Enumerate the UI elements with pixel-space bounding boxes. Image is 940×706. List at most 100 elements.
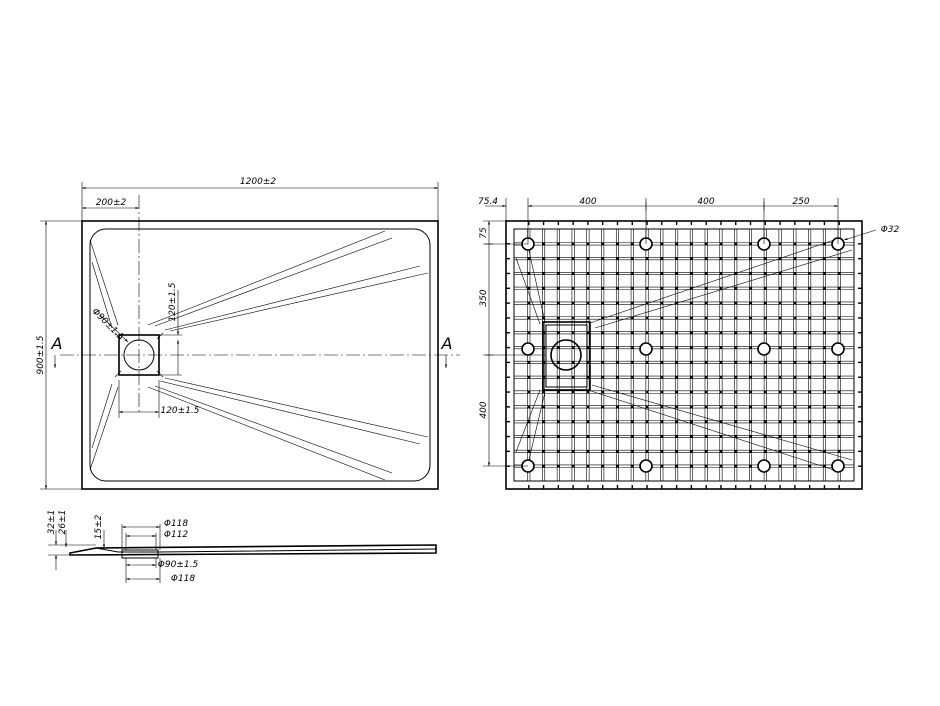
rib-node (719, 301, 723, 305)
rib-node (749, 390, 752, 394)
rib-node (793, 242, 797, 246)
rib-node (542, 272, 545, 275)
section-view: 32±1 26±1 15±2 Φ118 Φ112 Φ90±1.5 Φ118 (47, 510, 437, 584)
rib-node (793, 405, 797, 409)
rib-node (630, 331, 634, 335)
rib-node (837, 361, 841, 364)
rib-node (704, 346, 708, 349)
rib-node (527, 390, 531, 394)
rib-node (837, 420, 841, 424)
dim-bottom-span2: 400 (697, 197, 714, 207)
rib-node (689, 449, 693, 453)
rib-node (749, 286, 752, 290)
rib-node (719, 435, 723, 438)
rib-node (527, 331, 531, 335)
rib-node (601, 375, 605, 379)
rib-node (793, 272, 797, 275)
rib-node (823, 375, 826, 379)
dim-foot-diameter: Φ32 (881, 225, 900, 235)
rib-node (542, 390, 545, 394)
dim-drain-offset: 200±2 (96, 198, 127, 208)
rib-node (778, 420, 782, 424)
rib-node (793, 316, 797, 320)
rib-node (675, 375, 679, 379)
rib-node (660, 390, 664, 394)
dim-bottom-offset: 75.4 (478, 197, 498, 207)
dim-height: 900±1.5 (36, 335, 46, 374)
rib-node (808, 361, 812, 364)
rib-node (630, 361, 634, 364)
rib-node (734, 361, 738, 364)
rib-node (704, 301, 708, 305)
support-feet (521, 237, 845, 473)
rib-node (616, 420, 619, 424)
rib-node (749, 435, 752, 438)
rib-node (630, 242, 634, 246)
rib-node (527, 286, 531, 290)
rib-node (749, 420, 752, 424)
rib-node (793, 390, 797, 394)
rib-node (704, 420, 708, 424)
rib-node (749, 272, 752, 275)
rib-node (571, 286, 575, 290)
rib-node (808, 435, 812, 438)
support-foot (521, 342, 535, 356)
rib-node (778, 390, 782, 394)
top-view: 1200±2 200±2 900±1.5 120±1.5 120±1.5 Φ90… (36, 177, 460, 490)
rib-node (571, 257, 575, 261)
rib-node (542, 420, 545, 424)
rib-node (586, 257, 590, 261)
rib-node (778, 346, 782, 349)
rib-node (793, 361, 797, 364)
rib-node (793, 375, 797, 379)
rib-node (556, 257, 560, 261)
rib-node (630, 375, 634, 379)
rib-node (542, 449, 545, 453)
dim-body-height: 26±1 (58, 510, 68, 535)
rib-node (749, 464, 752, 468)
rib-node (630, 405, 634, 409)
rib-node (689, 257, 693, 261)
rib-node (763, 301, 767, 305)
rib-node (675, 464, 679, 468)
rib-node (793, 449, 797, 453)
rib-node (630, 272, 634, 275)
rib-node (719, 286, 723, 290)
rib-node (616, 361, 619, 364)
rib-node (704, 242, 708, 246)
rib-node (808, 242, 812, 246)
rib-node (660, 449, 664, 453)
rib-node (586, 390, 590, 394)
rib-node (616, 316, 619, 320)
rib-node (660, 464, 664, 468)
rib-node (571, 242, 575, 246)
rib-node (749, 316, 752, 320)
rib-node (808, 346, 812, 349)
rib-node (660, 435, 664, 438)
rib-node (556, 301, 560, 305)
rib-node (734, 464, 738, 468)
rib-node (660, 242, 664, 246)
rib-node (586, 316, 590, 320)
rib-node (734, 346, 738, 349)
rib-node (719, 361, 723, 364)
rib-node (556, 361, 560, 364)
rib-node (527, 405, 531, 409)
rib-node (542, 286, 545, 290)
rib-node (808, 257, 812, 261)
rib-node (527, 316, 531, 320)
rib-node (601, 464, 605, 468)
rib-node (645, 331, 649, 335)
rib-node (542, 301, 545, 305)
rib-node (542, 435, 545, 438)
rib-node (601, 257, 605, 261)
rib-node (689, 375, 693, 379)
rib-node (616, 242, 619, 246)
rib-node (645, 420, 649, 424)
rib-node (719, 242, 723, 246)
rib-node (704, 405, 708, 409)
rib-node (660, 375, 664, 379)
rib-node (660, 301, 664, 305)
rib-node (808, 449, 812, 453)
rib-node (704, 316, 708, 320)
